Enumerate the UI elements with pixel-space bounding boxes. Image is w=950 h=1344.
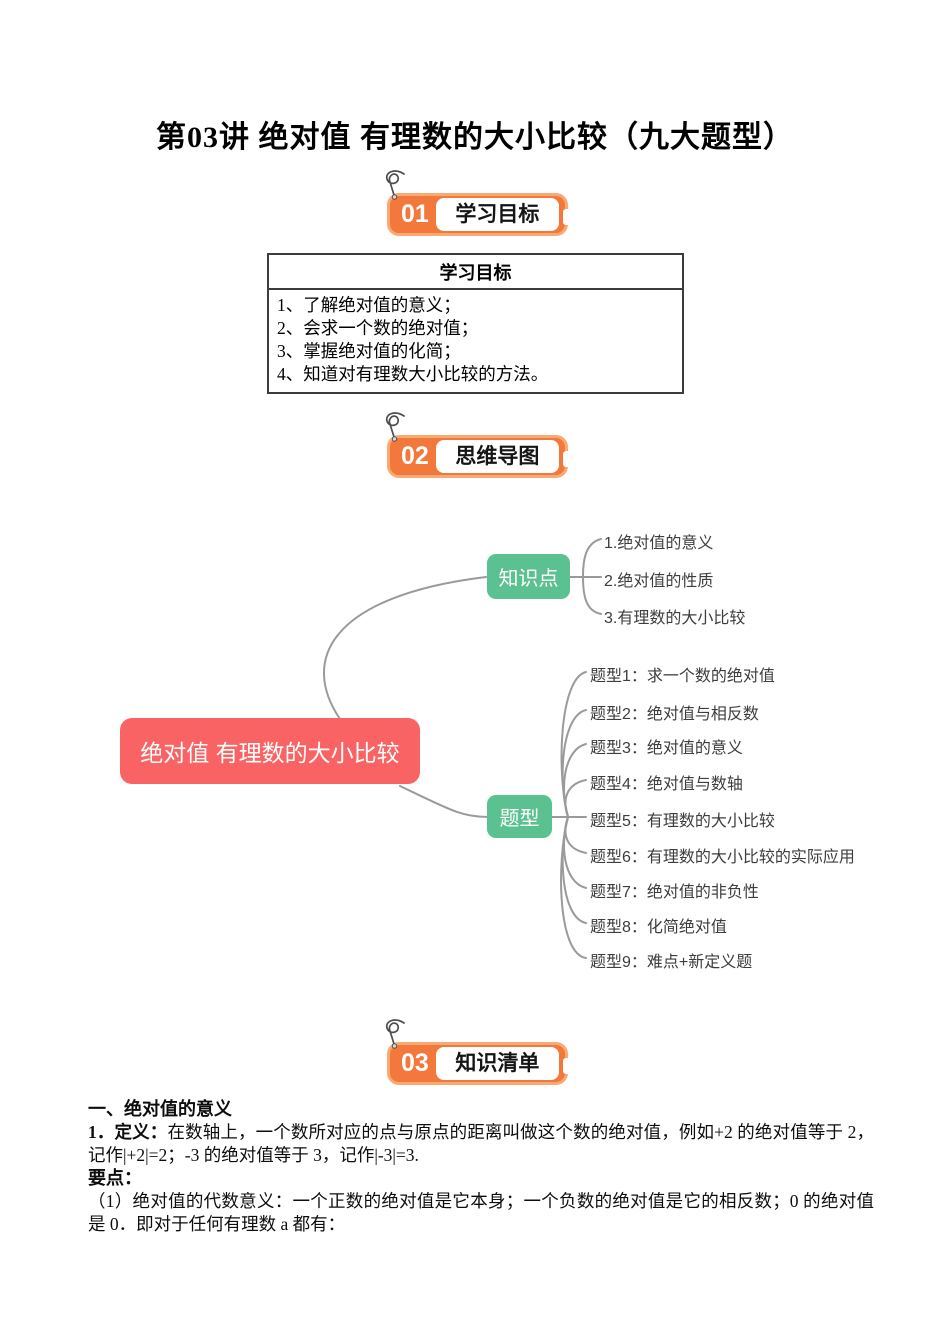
goal-item: 4、知道对有理数大小比较的方法。 xyxy=(277,364,549,384)
mindmap-leaf-topic-6: 题型6：有理数的大小比较的实际应用 xyxy=(590,849,855,866)
mindmap-leaf-knowledge-2: 2.绝对值的性质 xyxy=(604,573,714,590)
goals-table: 学习目标 1、了解绝对值的意义； 2、会求一个数的绝对值； 3、掌握绝对值的化简… xyxy=(267,253,684,394)
spring-clip-icon xyxy=(385,170,405,200)
goal-item: 3、掌握绝对值的化简； xyxy=(277,341,461,361)
knowledge-section: 一、绝对值的意义 1．定义：在数轴上，一个数所对应的点与原点的距离叫做这个数的绝… xyxy=(88,1098,874,1236)
goals-table-header: 学习目标 xyxy=(269,255,682,290)
mindmap-leaf-topic-5: 题型5：有理数的大小比较 xyxy=(590,813,775,830)
definition-text: 在数轴上，一个数所对应的点与原点的距离叫做这个数的绝对值，例如+2 的绝对值等于… xyxy=(88,1122,874,1165)
badge-notch xyxy=(563,209,573,225)
mindmap-leaf-topic-4: 题型4：绝对值与数轴 xyxy=(590,776,743,793)
badge-label: 学习目标 xyxy=(435,198,559,231)
mindmap-leaf-topic-9: 题型9：难点+新定义题 xyxy=(590,954,753,971)
goals-table-body: 1、了解绝对值的意义； 2、会求一个数的绝对值； 3、掌握绝对值的化简； 4、知… xyxy=(269,290,682,392)
mindmap-leaf-topic-2: 题型2：绝对值与相反数 xyxy=(590,706,759,723)
goal-item: 1、了解绝对值的意义； xyxy=(277,295,461,315)
point-1-text: （1）绝对值的代数意义：一个正数的绝对值是它本身；一个负数的绝对值是它的相反数；… xyxy=(88,1191,874,1234)
badge-number: 02 xyxy=(401,442,429,470)
mindmap-leaf-topic-1: 题型1：求一个数的绝对值 xyxy=(590,668,775,685)
mindmap-branch-knowledge: 知识点 xyxy=(487,554,570,599)
section-badge-learning-goals: 01 学习目标 xyxy=(385,170,573,236)
badge-label: 思维导图 xyxy=(435,440,559,473)
badge-label: 知识清单 xyxy=(435,1047,559,1080)
section-badge-knowledge-list: 03 知识清单 xyxy=(385,1019,573,1085)
point-1-paragraph: （1）绝对值的代数意义：一个正数的绝对值是它本身；一个负数的绝对值是它的相反数；… xyxy=(88,1190,874,1236)
mindmap-leaf-topic-8: 题型8：化简绝对值 xyxy=(590,919,727,936)
badge-number: 01 xyxy=(401,200,429,228)
definition-label: 1．定义： xyxy=(88,1122,168,1142)
goal-item: 2、会求一个数的绝对值； xyxy=(277,318,479,338)
mindmap-branch-topics: 题型 xyxy=(487,795,552,838)
badge-notch xyxy=(563,451,573,467)
page-title: 第03讲 绝对值 有理数的大小比较（九大题型） xyxy=(156,121,794,154)
points-label: 要点： xyxy=(88,1168,142,1188)
definition-paragraph: 1．定义：在数轴上，一个数所对应的点与原点的距离叫做这个数的绝对值，例如+2 的… xyxy=(88,1121,874,1167)
mindmap-leaf-knowledge-1: 1.绝对值的意义 xyxy=(604,535,714,552)
spring-clip-icon xyxy=(385,1019,405,1049)
badge-notch xyxy=(563,1058,573,1074)
knowledge-heading: 一、绝对值的意义 xyxy=(88,1099,232,1119)
mindmap-leaf-topic-7: 题型7：绝对值的非负性 xyxy=(590,884,759,901)
mindmap-leaf-knowledge-3: 3.有理数的大小比较 xyxy=(604,610,746,627)
badge-number: 03 xyxy=(401,1049,429,1077)
mindmap-center-node: 绝对值 有理数的大小比较 xyxy=(120,718,420,784)
mindmap-leaf-topic-3: 题型3：绝对值的意义 xyxy=(590,740,743,757)
section-badge-mind-map: 02 思维导图 xyxy=(385,412,573,478)
spring-clip-icon xyxy=(385,412,405,442)
